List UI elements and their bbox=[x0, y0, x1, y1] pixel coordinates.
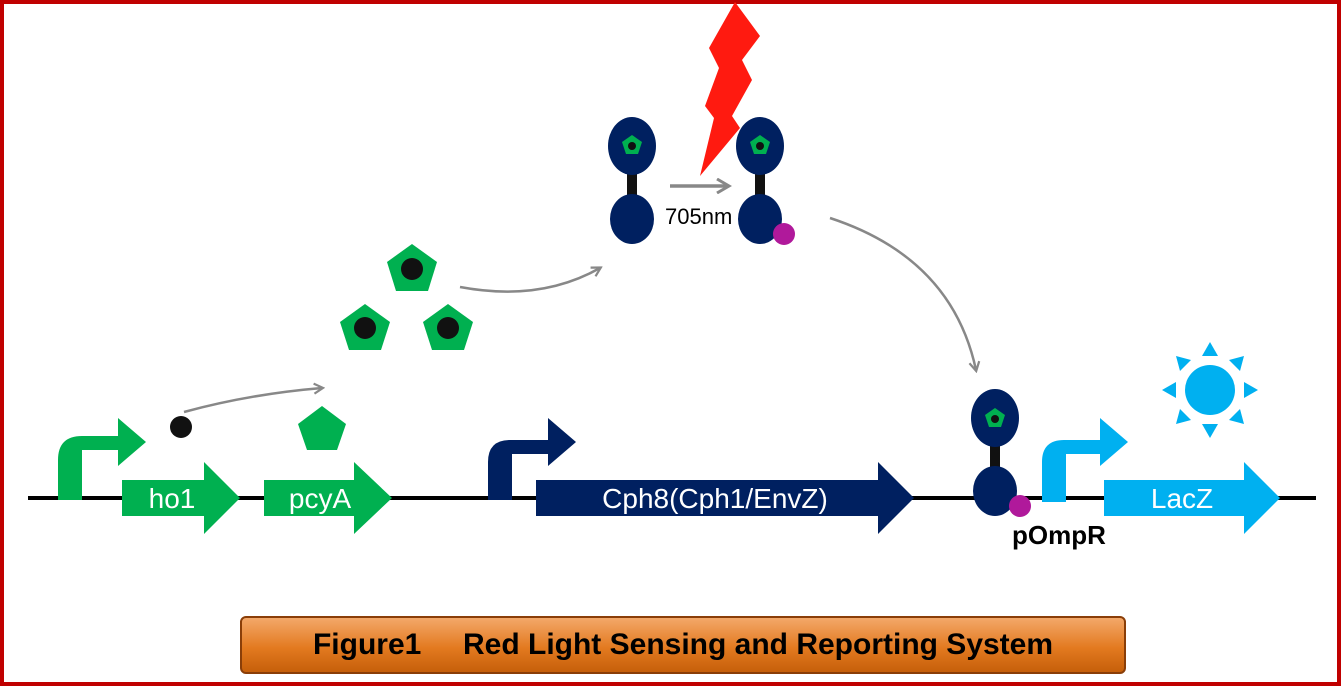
promoter-label: pOmpR bbox=[1012, 520, 1106, 550]
gene-lacz: LacZ bbox=[1104, 462, 1280, 534]
heme-dot bbox=[170, 416, 192, 438]
lightblue-promoter-icon bbox=[1042, 418, 1128, 502]
receptor-bound bbox=[971, 389, 1031, 517]
gene-pcya-label: pcyA bbox=[289, 483, 352, 514]
gene-pcya: pcyA bbox=[264, 462, 392, 534]
figure-caption: Figure1 Red Light Sensing and Reporting … bbox=[312, 628, 1054, 661]
figure-caption-box: Figure1 Red Light Sensing and Reporting … bbox=[240, 616, 1126, 674]
gene-cph8: Cph8(Cph1/EnvZ) bbox=[536, 462, 914, 534]
gene-lacz-label: LacZ bbox=[1151, 483, 1213, 514]
gene-pcya-arrow bbox=[264, 462, 392, 534]
gene-ho1-label: ho1 bbox=[149, 483, 196, 514]
conversion-arrow-2 bbox=[459, 268, 600, 293]
pentagon-product bbox=[298, 406, 346, 450]
gene-cph8-arrow bbox=[536, 462, 914, 534]
lightning-bolt-icon bbox=[700, 2, 760, 176]
binding-arrow bbox=[829, 216, 976, 370]
navy-promoter-icon bbox=[488, 418, 576, 500]
conversion-arrow-1 bbox=[183, 388, 322, 414]
gene-ho1: ho1 bbox=[122, 462, 240, 534]
chromophore-cluster bbox=[340, 244, 473, 350]
gene-ho1-arrow bbox=[122, 462, 240, 534]
green-promoter-icon bbox=[58, 418, 146, 500]
sun-icon bbox=[1162, 342, 1258, 438]
gene-lacz-arrow bbox=[1104, 462, 1280, 534]
phosphate-dot bbox=[773, 223, 795, 245]
wavelength-label: 705nm bbox=[665, 204, 732, 229]
phosphate-dot-bound bbox=[1009, 495, 1031, 517]
gene-cph8-label: Cph8(Cph1/EnvZ) bbox=[602, 483, 828, 514]
receptor-active-state bbox=[736, 117, 795, 245]
receptor-dark-state bbox=[608, 117, 656, 244]
